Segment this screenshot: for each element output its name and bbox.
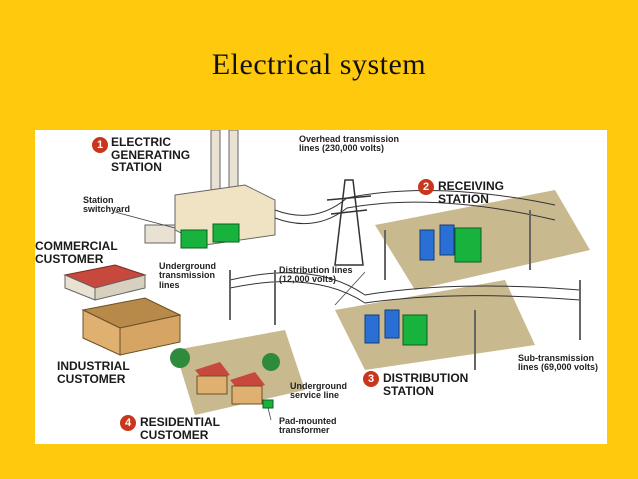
- distribution-station-label: DISTRIBUTION STATION: [383, 371, 469, 398]
- station-number-badge: 2: [418, 179, 434, 195]
- receiving-station-label: RECEIVING STATION: [438, 179, 505, 206]
- insulator-icon: [364, 314, 380, 344]
- insulator-icon: [439, 224, 455, 256]
- distribution-lines-note: Distribution lines (12,000 volts): [279, 265, 353, 285]
- smokestack-icon: [228, 130, 239, 193]
- insulator-icon: [384, 309, 400, 339]
- station-number-badge: 1: [92, 137, 108, 153]
- overhead-line: [274, 189, 556, 216]
- pad-mounted-transformer-icon: [262, 399, 274, 409]
- switchyard-note: Station switchyard: [83, 195, 131, 215]
- service-line-note: Underground service line: [290, 381, 347, 401]
- smokestack-icon: [210, 130, 221, 193]
- diagram-artwork: [63, 130, 590, 421]
- insulator-icon: [419, 229, 435, 261]
- generating-station-label: ELECTRIC GENERATING STATION: [111, 135, 191, 175]
- industrial-customer-label: INDUSTRIAL CUSTOMER: [57, 359, 130, 386]
- station-number-badge: 3: [363, 371, 379, 387]
- transformer-icon: [454, 227, 482, 263]
- subtransmission-lines-note: Sub-transmission lines (69,000 volts): [518, 353, 599, 373]
- transmission-tower-icon: [334, 179, 364, 266]
- distribution-line: [229, 272, 581, 296]
- tree-icon: [262, 353, 280, 371]
- underground-transmission-note: Underground transmission lines: [159, 261, 216, 290]
- electrical-system-diagram: 1 ELECTRIC GENERATING STATION 2 RECEIVIN…: [35, 130, 607, 444]
- receiving-station-ground: [375, 190, 590, 290]
- transformer-icon: [180, 229, 208, 249]
- residential-customer-label: RESIDENTIAL CUSTOMER: [140, 415, 221, 442]
- transformer-icon: [402, 314, 428, 346]
- station-number-badge: 4: [120, 415, 136, 431]
- overhead-lines-note: Overhead transmission lines (230,000 vol…: [299, 134, 400, 154]
- transformer-icon: [212, 223, 240, 243]
- distribution-station-ground: [335, 280, 535, 370]
- slide-title: Electrical system: [211, 48, 427, 81]
- switchyard-building: [144, 224, 176, 244]
- pad-mounted-transformer-note: Pad-mounted transformer: [279, 416, 337, 436]
- tree-icon: [170, 348, 190, 368]
- commercial-customer-label: COMMERCIAL CUSTOMER: [35, 239, 118, 266]
